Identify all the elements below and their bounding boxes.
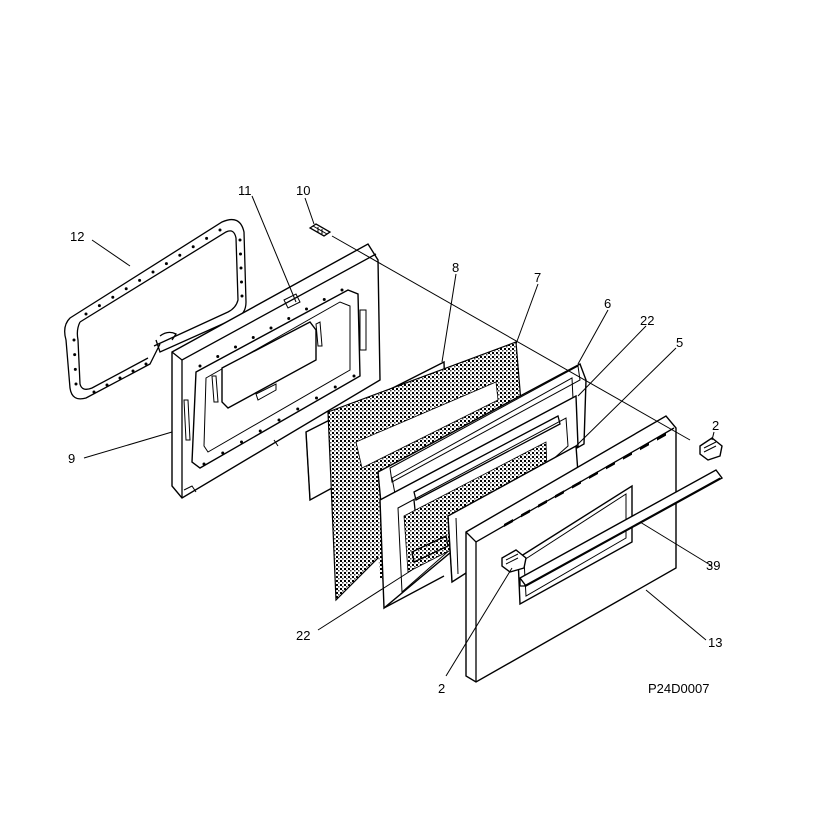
vent-slot [657,432,666,441]
screw-part-10 [308,223,332,237]
label-6: 6 [604,296,611,311]
rivet-dot [164,262,168,266]
rivet-dot [72,338,76,342]
label-22-top: 22 [640,313,654,328]
rivet-dot [287,317,291,320]
inner-door-liner-part-9 [171,243,381,499]
rivet-dot [73,353,77,357]
rivet-dot [269,326,273,330]
rivet-dot [92,390,96,394]
rivet-dot [138,278,142,282]
rivet-dot [239,266,243,270]
rivet-dot [340,288,344,292]
rivet-dot [322,298,326,301]
rivet-dot [216,355,220,358]
rivet-dot [221,451,225,455]
handle-cap-part-2-left [501,549,527,573]
vent-slot [572,480,581,489]
rivet-dot [333,385,337,389]
rivet-dot [239,252,242,256]
rivet-dot [118,376,122,380]
label-9: 9 [68,451,75,466]
vent-slot [538,499,547,508]
rivet-dot [251,336,255,339]
vent-slot [589,471,598,479]
label-39: 39 [706,558,720,573]
rivet-dot [73,367,77,371]
rivet-dot [124,287,128,291]
rivet-dot [238,238,242,242]
rivet-dot [305,307,308,311]
handle-cap-part-2-right [699,437,723,461]
rivet-dot [240,440,243,444]
handle-bar-part-39 [518,469,724,587]
vent-slot [623,451,632,460]
rivet-dot [218,228,222,232]
rivet-dot [178,253,182,257]
rivet-dot [105,383,109,387]
rivet-dot [111,295,115,299]
rivet-dot [240,280,243,284]
vent-slot [606,461,615,470]
label-7: 7 [534,270,541,285]
leader-lines [83,195,715,677]
vent-slot [504,519,513,527]
label-5: 5 [676,335,683,350]
rivet-dot [202,462,206,466]
rivet-dot [97,304,101,308]
label-12: 12 [70,229,84,244]
rivet-dot [144,362,148,366]
label-2-right: 2 [712,418,719,433]
part-labels: 12 11 10 8 7 6 22 5 9 2 39 13 22 2 [68,183,722,696]
rivet-dot [277,418,281,422]
vent-slot [555,490,564,499]
rivet-dot [191,245,195,249]
rivet-dot [240,294,244,298]
vent-slot [640,442,649,451]
label-13: 13 [708,635,722,650]
vent-slot [521,509,530,518]
label-11: 11 [238,183,252,198]
label-2-bottom: 2 [438,681,445,696]
rivet-dot [74,382,78,386]
rivet-dot [258,429,262,433]
rivet-dot [296,407,300,411]
label-10: 10 [296,183,310,198]
rivet-dot [131,369,135,373]
rivet-dot [234,345,237,349]
rivet-dot [315,396,318,400]
rivet-dot [198,364,202,368]
rivet-dot [205,236,209,240]
label-22-bottom: 22 [296,628,310,643]
drawing-code: P24D0007 [648,681,709,696]
rivet-dot [352,374,356,378]
rivet-dot [151,270,155,274]
rivet-dot [84,312,88,316]
label-8: 8 [452,260,459,275]
